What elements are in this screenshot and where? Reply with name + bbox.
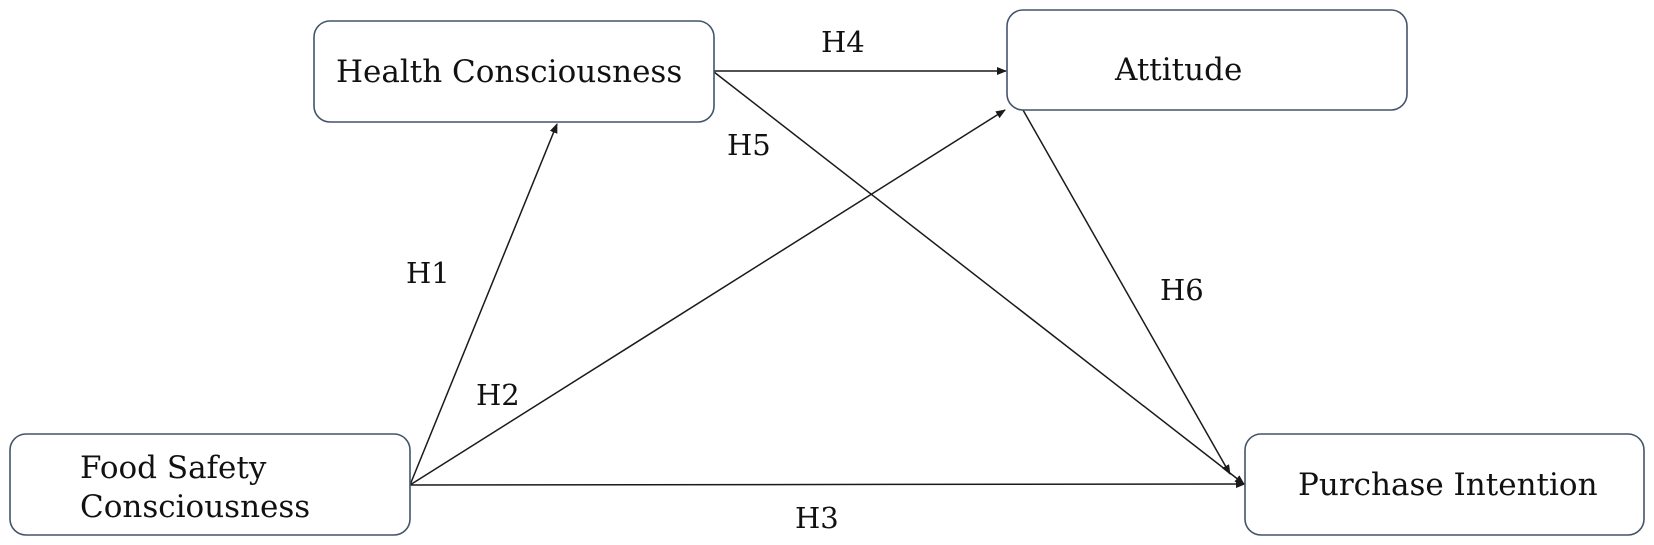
edges	[409, 67, 1246, 489]
edge-h2-arrow	[409, 109, 1006, 486]
node-food-safety-consciousness: Food Safety Consciousness	[9, 433, 411, 536]
node-box-food-safety-consciousness	[9, 433, 411, 536]
edge-h6-arrow	[1022, 109, 1231, 475]
edge-label-h5: H5	[727, 128, 771, 162]
edge-h1-arrow	[409, 123, 558, 486]
node-label-purchase-intention: Purchase Intention	[1298, 467, 1598, 503]
edge-label-h3: H3	[795, 501, 839, 535]
node-label-health-consciousness: Health Consciousness	[336, 54, 682, 90]
edge-label-h6: H6	[1160, 273, 1204, 307]
edge-h5-arrow	[713, 71, 1245, 485]
node-attitude: Attitude	[1006, 9, 1408, 111]
node-label-food-safety-line2: Consciousness	[80, 489, 310, 525]
edge-label-h4: H4	[821, 25, 865, 59]
node-label-attitude: Attitude	[1114, 52, 1242, 88]
node-box-attitude	[1006, 9, 1408, 111]
edge-labels: H1 H2 H3 H4 H5 H6	[406, 25, 1204, 535]
node-label-food-safety-line1: Food Safety	[80, 450, 267, 486]
edge-h3-arrow	[409, 480, 1246, 489]
edge-label-h2: H2	[476, 378, 520, 412]
node-purchase-intention: Purchase Intention	[1244, 433, 1645, 536]
node-health-consciousness: Health Consciousness	[313, 20, 715, 123]
node-box-health-consciousness	[313, 20, 715, 123]
edge-label-h1: H1	[406, 256, 450, 290]
node-box-purchase-intention	[1244, 433, 1645, 536]
